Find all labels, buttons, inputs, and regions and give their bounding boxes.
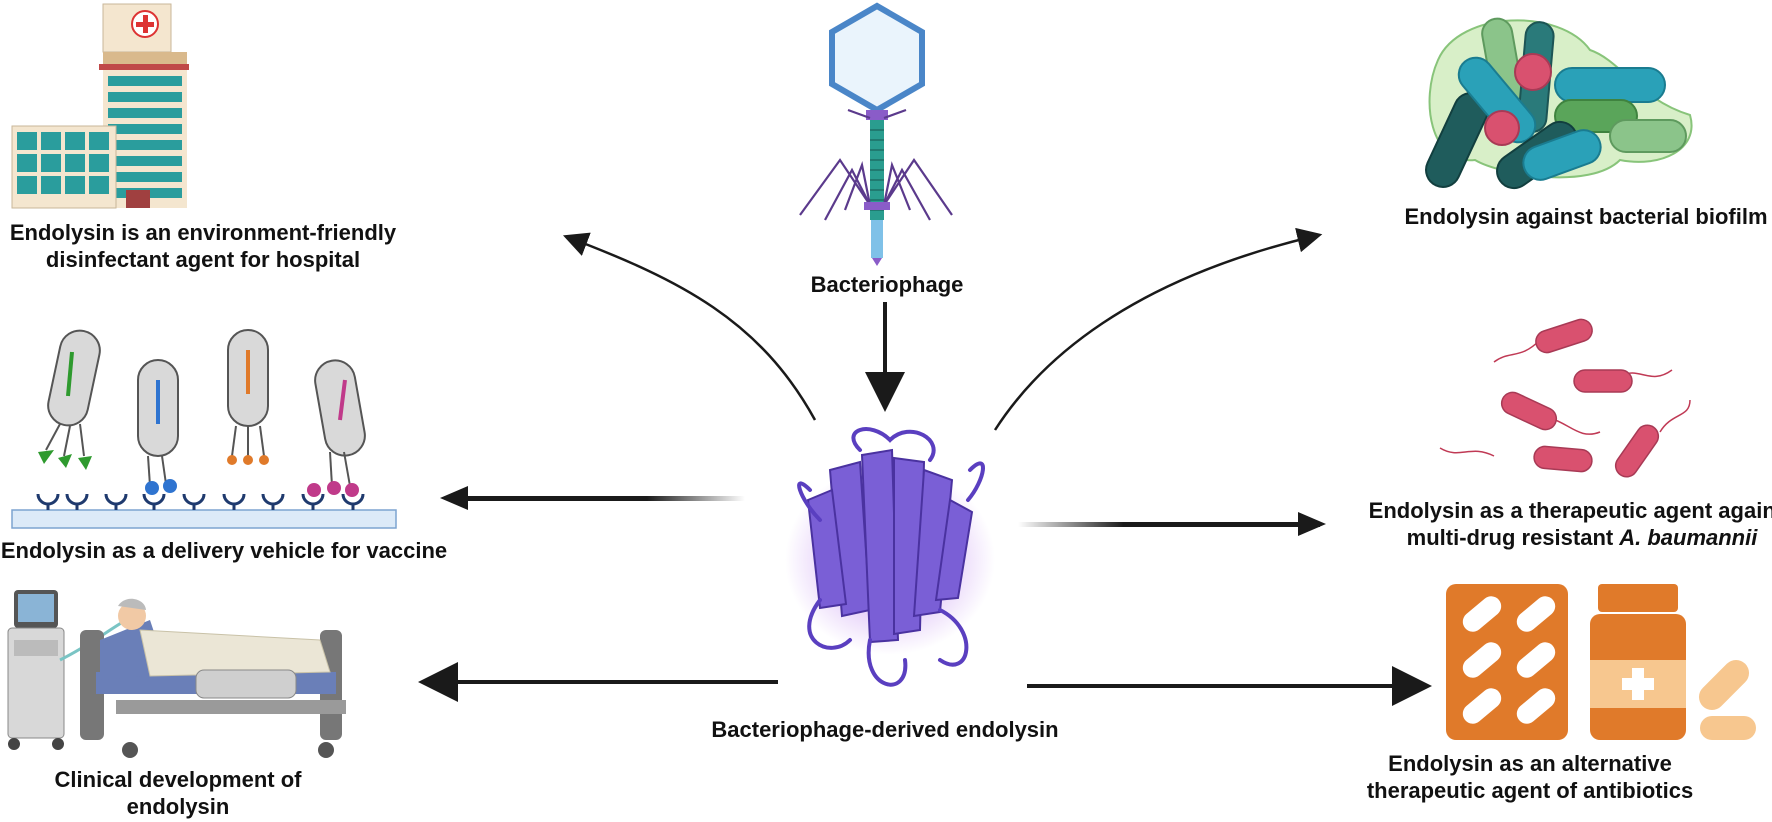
hospital-label-2: disinfectant agent for hospital xyxy=(46,247,360,272)
arrow-to-vaccine-shaft xyxy=(465,496,745,501)
arrows xyxy=(418,227,1432,706)
vaccine-delivery-icon xyxy=(11,329,397,529)
biofilm-icon xyxy=(1425,17,1693,190)
endolysin-protein-icon xyxy=(785,427,995,687)
clinical-label-2: endolysin xyxy=(127,794,230,819)
arrow-to-vaccine-head xyxy=(440,486,468,510)
baumannii-label-prefix: multi-drug resistant xyxy=(1407,525,1614,550)
arrow-to-hospital xyxy=(562,232,817,421)
clinical-label-1: Clinical development of xyxy=(55,767,303,792)
vaccine-label: Endolysin as a delivery vehicle for vacc… xyxy=(1,538,447,563)
acinetobacter-bacteria-icon xyxy=(1439,318,1691,478)
arrow-to-baumannii-head xyxy=(1298,512,1326,536)
antibiotic-pills-icon xyxy=(1446,584,1756,740)
endolysin-label: Bacteriophage-derived endolysin xyxy=(711,717,1058,742)
bacteriophage-label: Bacteriophage xyxy=(811,272,964,297)
antibiotics-label-2: therapeutic agent of antibiotics xyxy=(1367,778,1693,803)
biofilm-label: Endolysin against bacterial biofilm xyxy=(1404,204,1767,229)
arrow-to-baumannii-shaft xyxy=(1018,522,1320,527)
baumannii-label-1: Endolysin as a therapeutic agent against xyxy=(1369,498,1772,523)
baumannii-label-species: A. baumannii xyxy=(1618,525,1758,550)
hospital-label-1: Endolysin is an environment-friendly xyxy=(10,220,397,245)
arrow-to-biofilm xyxy=(993,227,1323,431)
antibiotics-label-1: Endolysin as an alternative xyxy=(1388,751,1672,776)
bacteriophage-icon xyxy=(799,2,953,266)
hospital-icon xyxy=(11,3,189,209)
patient-bed-icon xyxy=(7,590,346,758)
